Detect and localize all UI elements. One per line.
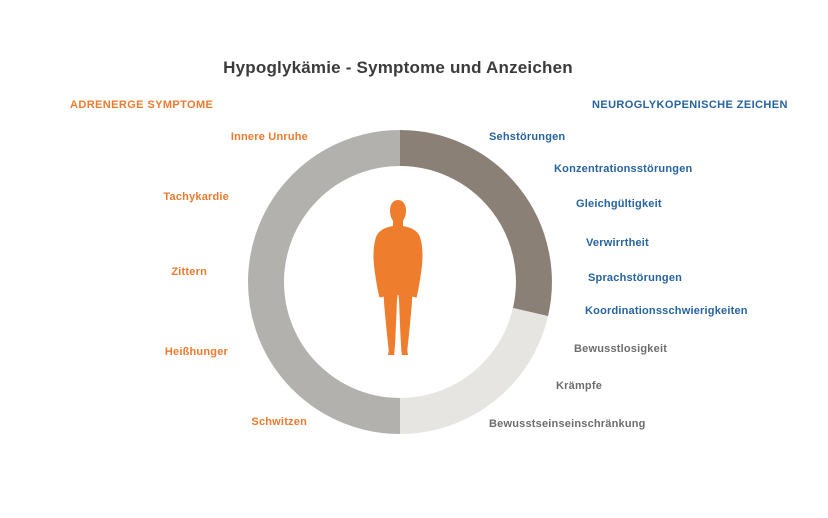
label-sprachstoerungen: Sprachstörungen bbox=[588, 272, 683, 284]
label-sehstoerungen: Sehstörungen bbox=[489, 131, 566, 143]
group-header-adrenergic: ADRENERGE SYMPTOME bbox=[70, 99, 214, 111]
label-bewusstseinseinschraenkung: Bewusstseinseinschränkung bbox=[489, 418, 646, 430]
label-innere-unruhe: Innere Unruhe bbox=[230, 131, 308, 143]
label-gleichgueltigkeit: Gleichgültigkeit bbox=[576, 198, 662, 210]
label-verwirrtheit: Verwirrtheit bbox=[586, 237, 649, 249]
label-tachykardie: Tachykardie bbox=[163, 191, 229, 203]
ring-segment-severe bbox=[399, 307, 549, 434]
label-schwitzen: Schwitzen bbox=[251, 416, 307, 428]
label-kraempfe: Krämpfe bbox=[556, 380, 603, 392]
label-bewusstlosigkeit: Bewusstlosigkeit bbox=[574, 343, 668, 355]
ring-segment-neuroglycopenic bbox=[399, 130, 552, 317]
group-header-neuroglycopenic: NEUROGLYKOPENISCHE ZEICHEN bbox=[592, 99, 788, 111]
label-konzentrationsstoerungen: Konzentrationsstörungen bbox=[554, 163, 693, 175]
label-koordinationsschwierigkeiten: Koordinationsschwierigkeiten bbox=[585, 305, 748, 317]
ring-segment-adrenergic bbox=[248, 130, 401, 434]
label-heisshunger: Heißhunger bbox=[164, 346, 228, 358]
page-title: Hypoglykämie - Symptome und Anzeichen bbox=[223, 58, 573, 77]
human-figure-icon bbox=[373, 200, 423, 355]
label-zittern: Zittern bbox=[171, 266, 207, 278]
